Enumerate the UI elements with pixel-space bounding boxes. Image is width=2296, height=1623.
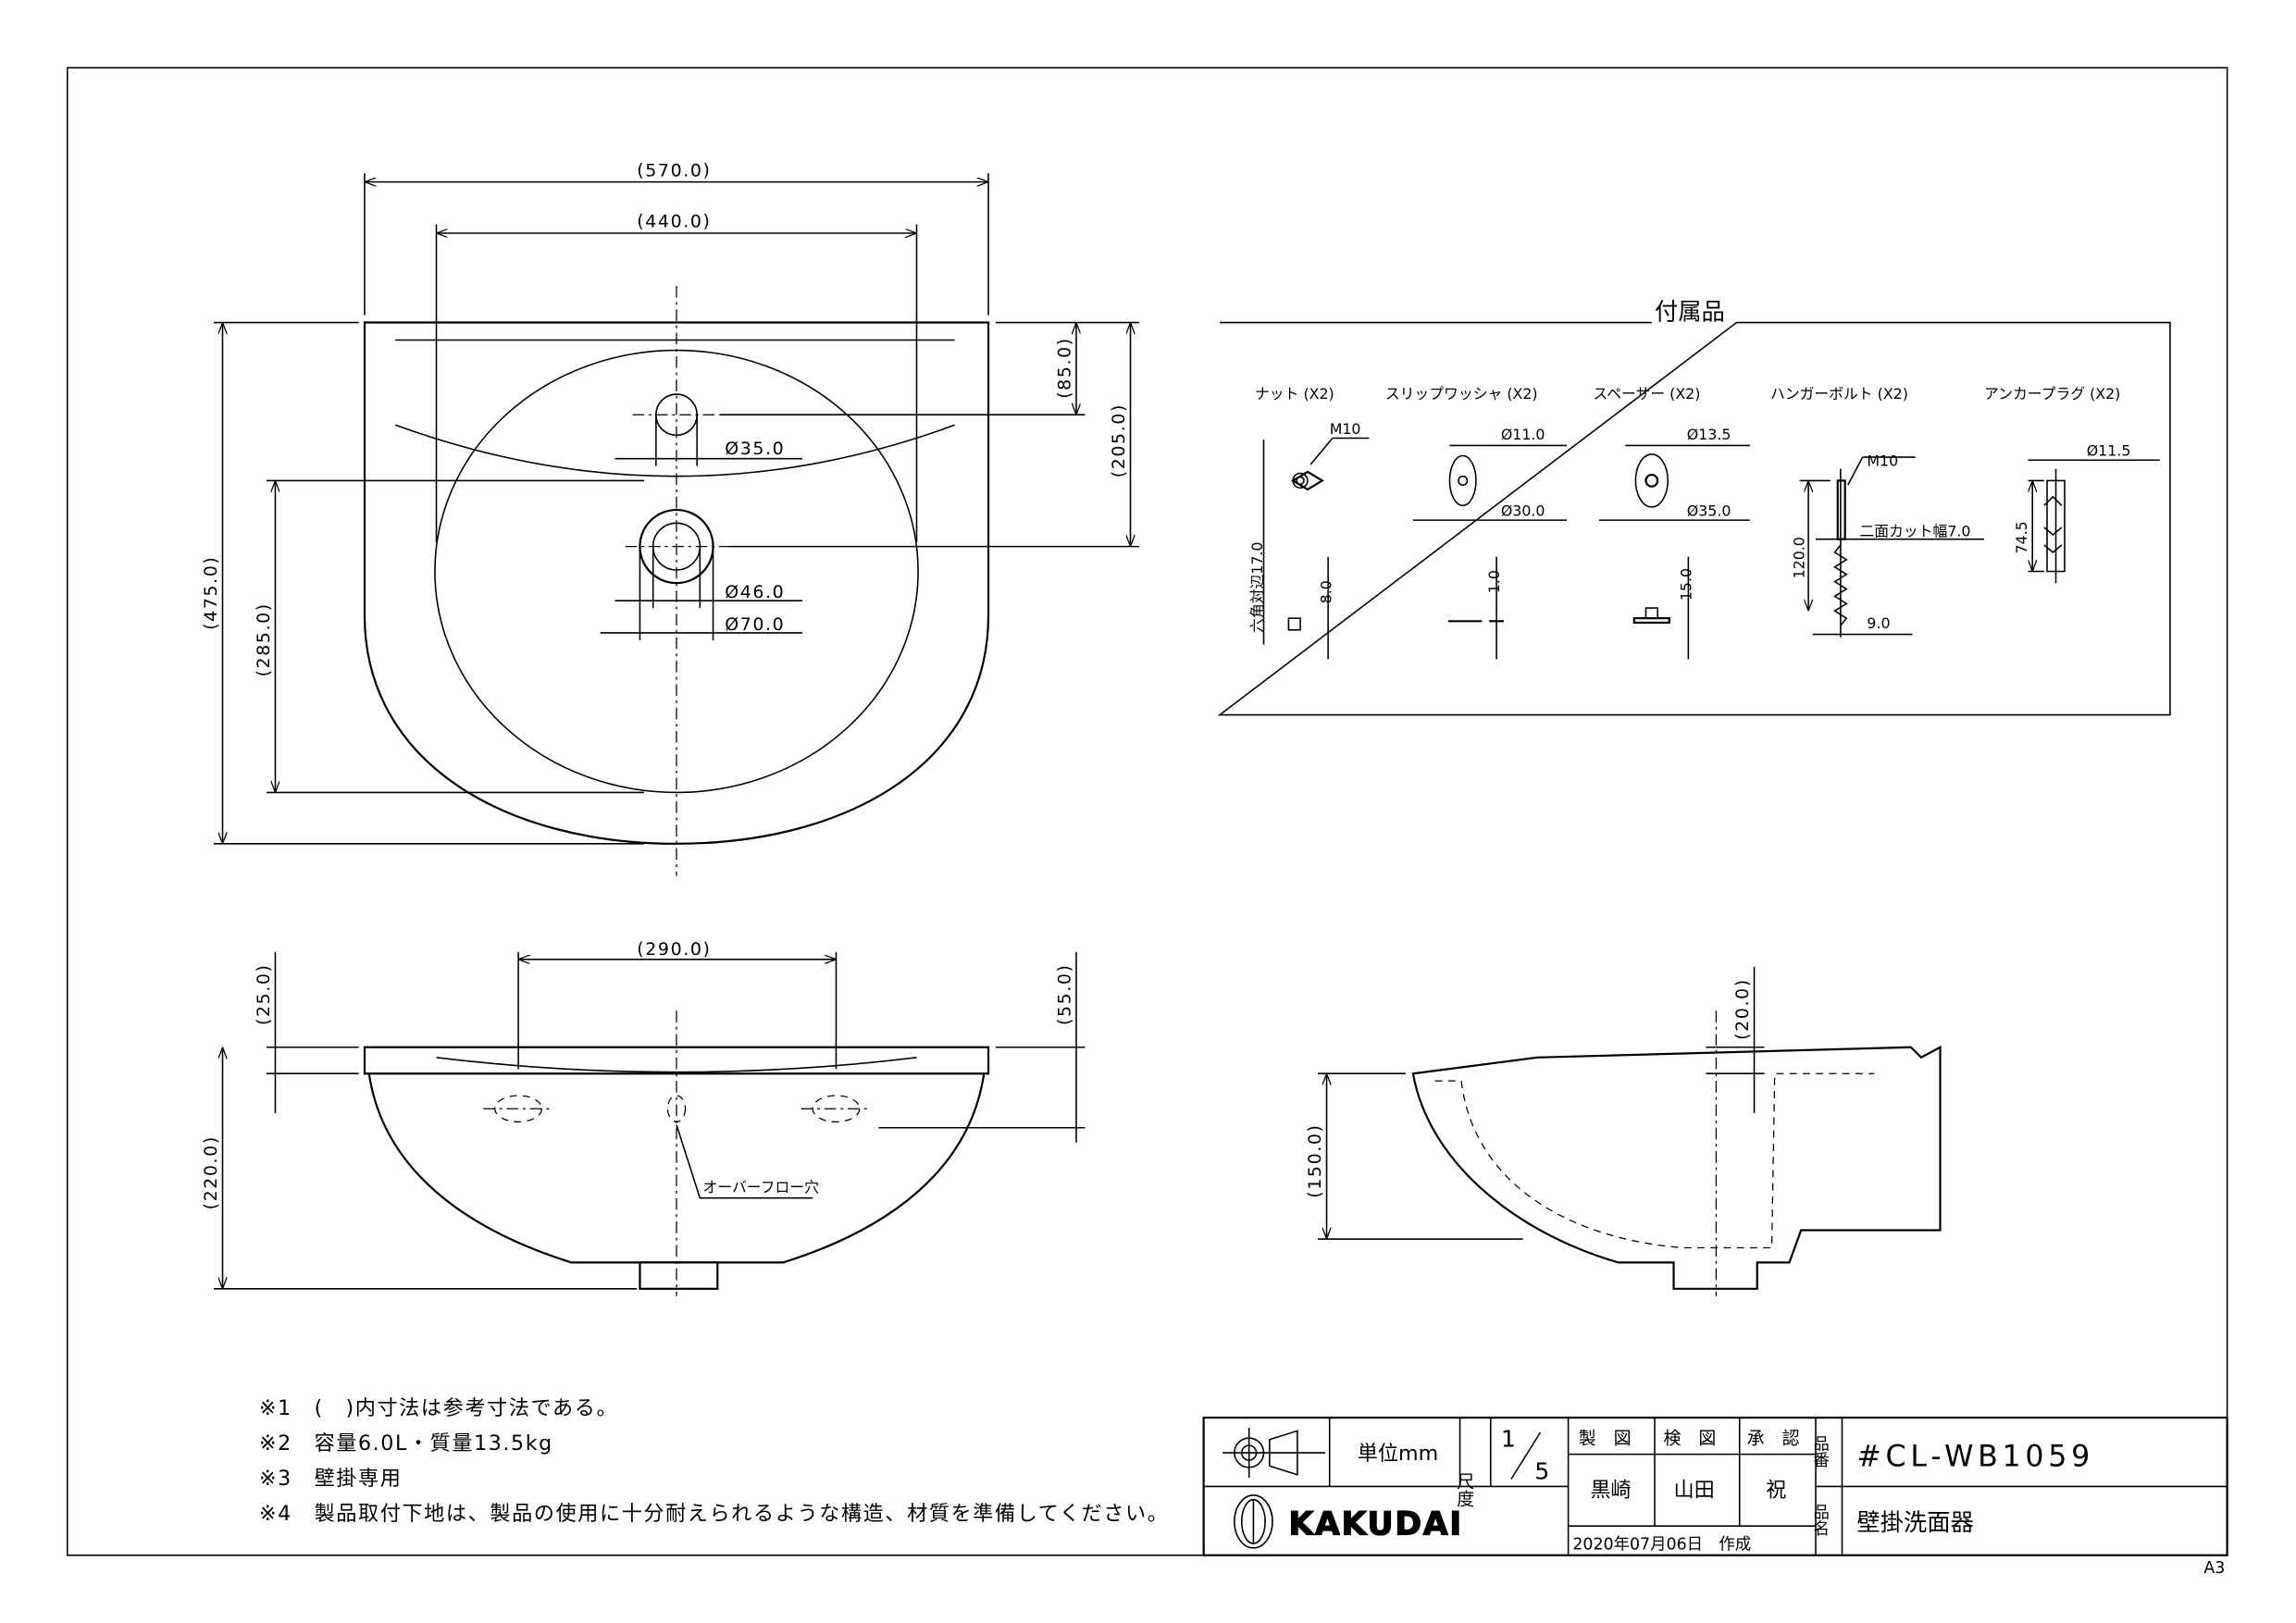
dim-285: (285.0) [254, 602, 274, 676]
nut-height: 8.0 [1317, 580, 1334, 603]
dim-205: (205.0) [1109, 403, 1129, 477]
accessories-panel: 付属品 ナット (X2) スリップワッシャ (X2) スペーサー (X2) ハン… [1217, 298, 2171, 716]
part-name-label: 品名 [1811, 1504, 1830, 1536]
bolt-thread: M10 [1867, 452, 1898, 470]
header-checked: 検 図 [1663, 1429, 1716, 1449]
note-3: ※3 壁掛専用 [259, 1467, 402, 1491]
sheet-border [66, 67, 2228, 1556]
top-view: (570.0) (440.0) (475.0) (285.0) (85.0) (… [201, 160, 1140, 876]
accessories-title: 付属品 [1655, 298, 1725, 325]
created-date: 2020年07月06日 作成 [1572, 1535, 1751, 1554]
front-view: (290.0) (25.0) (220.0) (55.0) オーバーフロー穴 [201, 939, 1086, 1296]
plug-diameter: Ø11.5 [2087, 442, 2131, 460]
header-approved: 承 認 [1747, 1429, 1800, 1449]
dim-570: (570.0) [637, 160, 711, 180]
dim-side-20: (20.0) [1732, 978, 1753, 1040]
note-2: ※2 容量6.0L・質量13.5kg [259, 1431, 553, 1456]
accessory-nut-label: ナット (X2) [1255, 385, 1334, 403]
dim-tap-hole: Ø35.0 [725, 439, 785, 459]
washer-thickness: 1.0 [1485, 570, 1503, 593]
dim-290: (290.0) [637, 939, 711, 960]
approved-by: 祝 [1766, 1479, 1786, 1503]
scale-denominator: 5 [1534, 1458, 1549, 1485]
dim-25: (25.0) [254, 963, 274, 1025]
dim-85: (85.0) [1055, 337, 1075, 399]
dim-440: (440.0) [637, 212, 711, 232]
bolt-diameter: 9.0 [1867, 614, 1890, 632]
side-view: (20.0) (150.0) [1305, 966, 1942, 1296]
part-no-label: 品番 [1811, 1435, 1830, 1468]
accessory-washer-label: スリップワッシャ (X2) [1385, 385, 1538, 403]
part-no: #CL-WB1059 [1856, 1440, 2094, 1473]
bolt-length: 120.0 [1790, 537, 1807, 578]
dim-side-150: (150.0) [1305, 1124, 1325, 1198]
spacer-outer: Ø35.0 [1687, 502, 1731, 519]
title-block: 単位mm 尺度 1 5 製 図 検 図 承 認 黒崎 山田 祝 2020年07月… [1202, 1416, 2228, 1578]
dim-220: (220.0) [201, 1135, 221, 1209]
washer-outer: Ø30.0 [1501, 502, 1545, 519]
drafted-by: 黒崎 [1590, 1479, 1631, 1503]
dim-475: (475.0) [201, 556, 221, 630]
sheet-size: A3 [2203, 1559, 2225, 1578]
accessory-spacer-label: スペーサー (X2) [1594, 385, 1701, 403]
checked-by: 山田 [1674, 1479, 1715, 1503]
third-angle-projection-icon [1222, 1428, 1325, 1478]
dim-drain-inner: Ø46.0 [725, 582, 785, 602]
scale-label: 尺度 [1454, 1472, 1474, 1507]
washer-inner: Ø11.0 [1501, 426, 1545, 443]
spacer-height: 15.0 [1678, 568, 1695, 601]
overflow-hole-label: オーバーフロー穴 [702, 1178, 819, 1196]
note-4: ※4 製品取付下地は、製品の使用に十分耐えられるような構造、材質を準備してくださ… [259, 1502, 1169, 1526]
scale-numerator: 1 [1501, 1426, 1516, 1453]
header-drafted: 製 図 [1579, 1429, 1632, 1449]
unit-label: 単位mm [1358, 1442, 1438, 1466]
kakudai-logo: KAKUDAI [1234, 1494, 1462, 1549]
accessory-anchor-plug-label: アンカープラグ (X2) [1984, 385, 2120, 403]
accessory-hanger-bolt-label: ハンガーボルト (X2) [1770, 385, 1908, 403]
dim-drain-outer: Ø70.0 [725, 614, 785, 635]
nut-hex-size: 六角対辺17.0 [1248, 541, 1266, 632]
spacer-inner: Ø13.5 [1687, 426, 1731, 443]
dim-55: (55.0) [1055, 963, 1075, 1025]
bolt-flat-width: 二面カット幅7.0 [1859, 523, 1970, 540]
part-name: 壁掛洗面器 [1856, 1509, 1974, 1536]
nut-thread: M10 [1330, 420, 1361, 438]
note-1: ※1 ( )内寸法は参考寸法である。 [259, 1396, 618, 1420]
plug-length: 74.5 [2013, 521, 2030, 553]
notes: ※1 ( )内寸法は参考寸法である。 ※2 容量6.0L・質量13.5kg ※3… [259, 1396, 1169, 1526]
svg-text:KAKUDAI: KAKUDAI [1288, 1506, 1462, 1543]
